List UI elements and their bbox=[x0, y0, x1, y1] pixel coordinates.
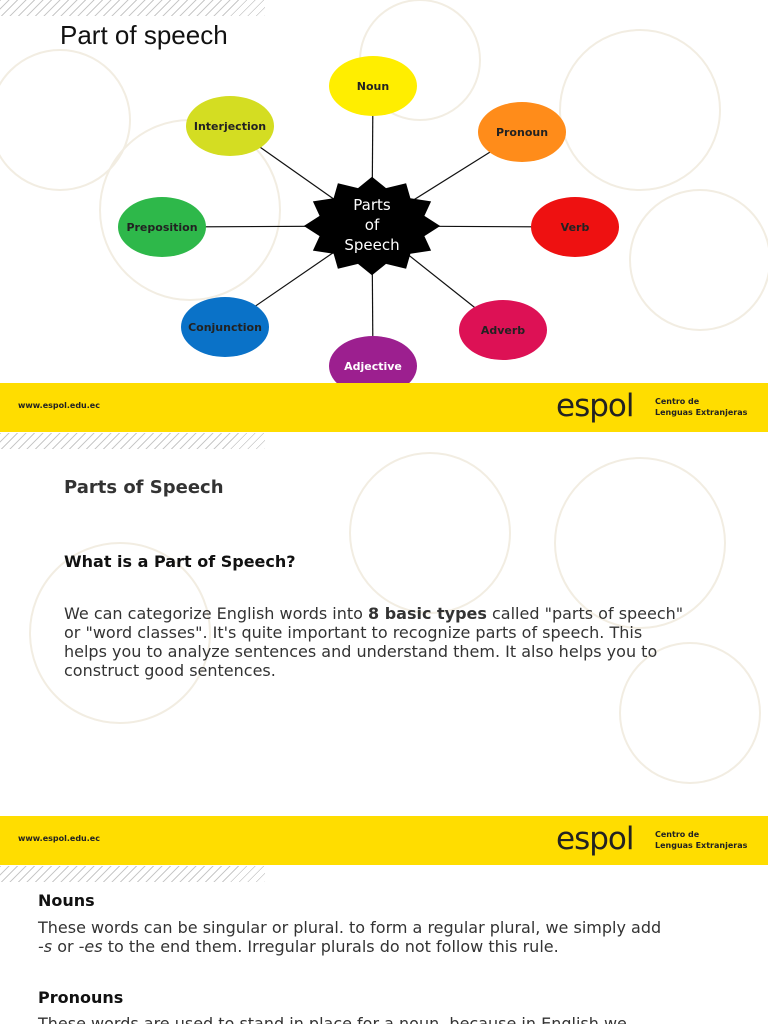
node-adjective bbox=[329, 336, 417, 383]
slide-heading: Parts of Speech bbox=[64, 477, 224, 498]
node-label-conjunction: Conjunction bbox=[188, 321, 262, 334]
nouns-text-part1: These words can be singular or plural. t… bbox=[38, 918, 662, 937]
decorative-stripes bbox=[0, 433, 265, 449]
node-label-interjection: Interjection bbox=[194, 120, 266, 133]
center-name-line2: Lenguas Extranjeras bbox=[655, 841, 748, 850]
center-label-line: Parts bbox=[353, 196, 391, 214]
node-adverb bbox=[459, 300, 547, 360]
espol-logo: espol bbox=[556, 388, 634, 424]
espol-logo: espol bbox=[556, 821, 634, 857]
slide-what-is-part-of-speech: Parts of Speech What is a Part of Speech… bbox=[0, 433, 768, 865]
footer-url-link[interactable]: www.espol.edu.ec bbox=[18, 834, 100, 843]
nouns-or: or bbox=[52, 937, 79, 956]
nouns-suffix-es: -es bbox=[78, 937, 103, 956]
center-star-burst bbox=[303, 176, 441, 276]
node-preposition bbox=[118, 197, 206, 257]
footer-url-link[interactable]: www.espol.edu.ec bbox=[18, 401, 100, 410]
decorative-stripes bbox=[0, 0, 265, 16]
footer-bar: www.espol.edu.ec espol Centro de Lenguas… bbox=[0, 816, 768, 865]
node-verb bbox=[531, 197, 619, 257]
center-name-line1: Centro de bbox=[655, 830, 700, 839]
center-name-line2: Lenguas Extranjeras bbox=[655, 408, 748, 417]
center-name: Centro de Lenguas Extranjeras bbox=[655, 829, 747, 851]
pronouns-text: These words are used to stand in place f… bbox=[38, 1014, 627, 1024]
node-label-pronoun: Pronoun bbox=[496, 126, 548, 139]
nouns-heading: Nouns bbox=[38, 891, 95, 910]
pronouns-heading: Pronouns bbox=[38, 988, 124, 1007]
node-label-adjective: Adjective bbox=[344, 360, 402, 373]
node-label-noun: Noun bbox=[357, 80, 389, 93]
node-conjunction bbox=[181, 297, 269, 357]
slide-nouns-pronouns: Nouns These words can be singular or plu… bbox=[0, 866, 768, 1024]
center-label-line: of bbox=[365, 216, 380, 234]
decorative-stripes bbox=[0, 866, 265, 882]
footer-bar: www.espol.edu.ec espol Centro de Lenguas… bbox=[0, 383, 768, 432]
slide-paragraph: We can categorize English words into 8 b… bbox=[64, 604, 684, 680]
paragraph-start: We can categorize English words into bbox=[64, 604, 368, 623]
nouns-text: These words can be singular or plural. t… bbox=[38, 918, 728, 956]
background-watermark bbox=[29, 452, 761, 784]
node-pronoun bbox=[478, 102, 566, 162]
slide-title: Part of speech bbox=[60, 20, 228, 50]
paragraph-bold: 8 basic types bbox=[368, 604, 487, 623]
paragraph-end: called "parts of speech" or "word classe… bbox=[64, 604, 684, 680]
nouns-suffix-s: -s bbox=[38, 937, 53, 956]
node-label-adverb: Adverb bbox=[481, 324, 525, 337]
center-label-line: Speech bbox=[344, 236, 399, 254]
node-label-preposition: Preposition bbox=[126, 221, 197, 234]
center-name: Centro de Lenguas Extranjeras bbox=[655, 396, 747, 418]
node-interjection bbox=[186, 96, 274, 156]
slide-subheading: What is a Part of Speech? bbox=[64, 552, 296, 571]
center-name-line1: Centro de bbox=[655, 397, 700, 406]
node-label-verb: Verb bbox=[561, 221, 590, 234]
node-noun bbox=[329, 56, 417, 116]
nouns-text-part2: to the end them. Irregular plurals do no… bbox=[102, 937, 559, 956]
